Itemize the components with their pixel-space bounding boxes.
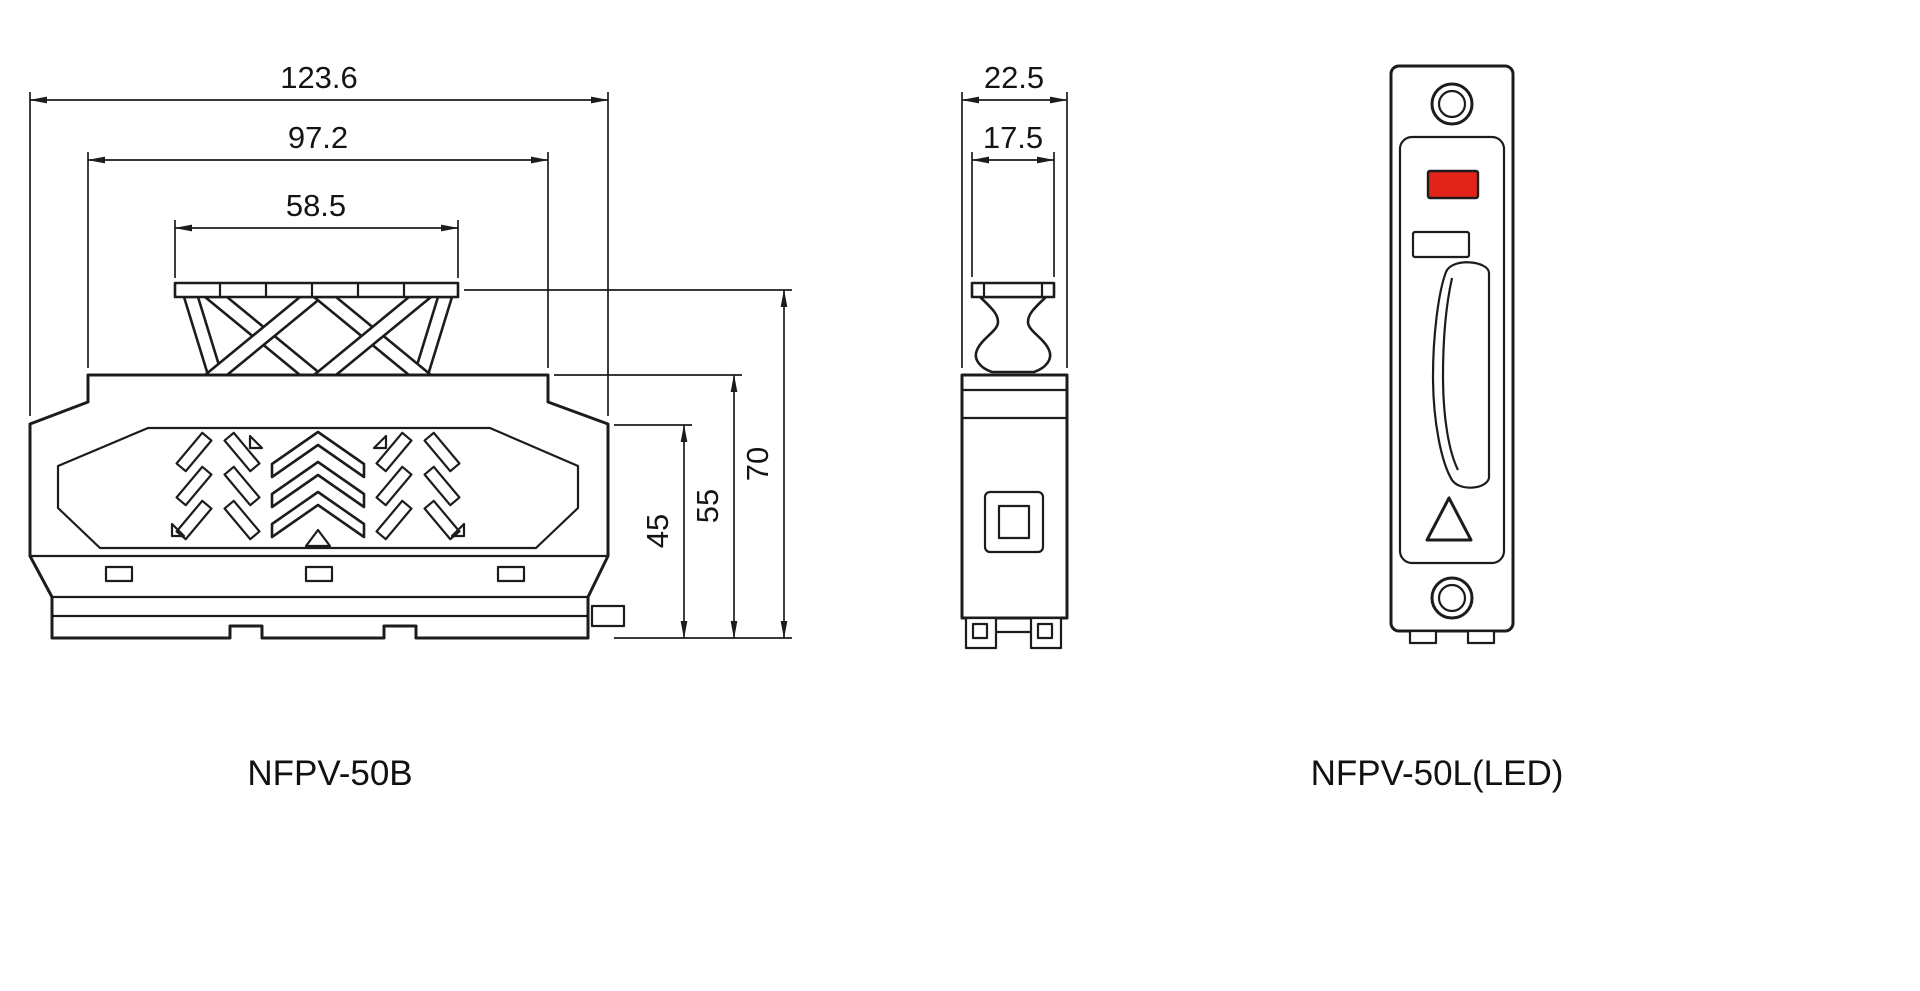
dim-height-base: 45	[614, 424, 692, 639]
plug-mounting-truss	[182, 295, 454, 377]
dim-plug-depth: 17.5	[971, 120, 1055, 277]
dim-plug-width: 58.5	[174, 188, 459, 278]
dim-height-total: 70	[464, 289, 792, 639]
small-vent-triangle	[304, 528, 332, 548]
right-vent-slots	[372, 431, 466, 541]
dim-height-body: 55	[554, 374, 742, 639]
dim-height-body-value: 55	[690, 489, 725, 523]
front-view: 123.6 97.2 58.5 45 55 7	[28, 60, 792, 793]
dim-overall-depth-value: 22.5	[984, 60, 1044, 95]
front-view-label: NFPV-50B	[247, 754, 412, 793]
dim-overall-depth: 22.5	[961, 60, 1068, 368]
module-face-outline	[1398, 135, 1506, 565]
dim-overall-width: 123.6	[29, 60, 609, 416]
dim-body-width-value: 97.2	[288, 120, 348, 155]
dim-plug-width-value: 58.5	[286, 188, 346, 223]
vent-panel-outline	[56, 426, 580, 550]
side-bottom-feet	[964, 616, 1063, 650]
side-plug-flange	[970, 281, 1056, 299]
left-vent-slots	[170, 431, 264, 541]
dim-overall-width-value: 123.6	[280, 60, 358, 95]
chevron-vents	[270, 430, 366, 548]
din-release-clip	[590, 604, 626, 628]
warning-triangle-icon	[1425, 496, 1473, 542]
plug-flange	[173, 281, 460, 299]
screw-head-bottom	[1430, 576, 1474, 620]
dim-plug-depth-value: 17.5	[983, 120, 1043, 155]
face-view: NFPV-50L(LED)	[1311, 64, 1564, 793]
small-vent-triangle	[372, 434, 388, 450]
small-vent-triangle	[450, 522, 466, 538]
small-vent-triangle	[248, 434, 264, 450]
face-view-label: NFPV-50L(LED)	[1311, 754, 1564, 793]
bottom-band-windows	[104, 565, 526, 583]
dim-body-width: 97.2	[87, 120, 549, 368]
extraction-handle	[1431, 261, 1491, 489]
dim-height-total-value: 70	[740, 447, 775, 481]
terminal-screw-port	[983, 490, 1045, 554]
face-bottom-tabs	[1408, 629, 1496, 645]
dim-height-base-value: 45	[640, 514, 675, 548]
side-view: 22.5 17.5	[960, 60, 1069, 650]
plug-spool-profile	[974, 295, 1052, 374]
led-indicator	[1426, 169, 1480, 200]
screw-head-top	[1430, 82, 1474, 126]
label-window	[1411, 230, 1471, 259]
small-vent-triangle	[170, 522, 186, 538]
